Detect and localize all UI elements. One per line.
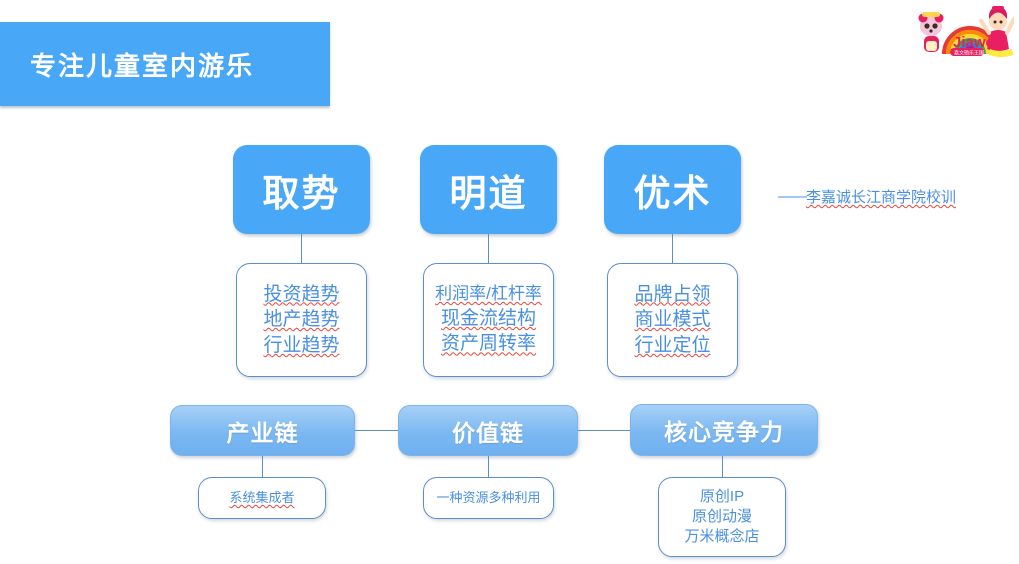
detail-box-youshu[interactable]: 品牌占领 商业模式 行业定位: [607, 263, 738, 377]
connector-chanyelian-detail: [262, 456, 263, 481]
node-qushi-label: 取势: [262, 172, 341, 214]
detail-line: 地产趋势: [263, 309, 340, 331]
detail-line: 利润率/杠杆率: [435, 283, 542, 303]
node-chanyelian-label: 产业链: [226, 419, 299, 446]
connector-hexin-detail: [722, 456, 723, 481]
detail-line: 系统集成者: [229, 490, 295, 506]
detail-line: 一种资源多种利用: [436, 490, 541, 506]
panda-character: [918, 12, 944, 52]
jiawen-logo: Jiawen 嘉文勘乐王国: [912, 4, 1016, 58]
node-hexinjingzhengli[interactable]: 核心竞争力: [630, 404, 818, 456]
girl-character: [979, 6, 1016, 57]
detail-box-chanyelian[interactable]: 系统集成者: [198, 477, 326, 519]
citation: —— 李嘉诚长江商学院校训: [778, 186, 956, 207]
detail-box-hexinjingzhengli[interactable]: 原创IP 原创动漫 万米概念店: [658, 477, 786, 557]
detail-line: 万米概念店: [684, 528, 760, 546]
node-youshu[interactable]: 优术: [604, 145, 741, 234]
detail-box-mingdao[interactable]: 利润率/杠杆率 现金流结构 资产周转率: [423, 263, 554, 377]
node-chanyelian[interactable]: 产业链: [170, 405, 355, 456]
connector-chanye-jiazhi: [355, 430, 398, 431]
node-mingdao-label: 明道: [449, 172, 528, 214]
detail-line: 资产周转率: [440, 333, 536, 355]
node-jiazhilian-label: 价值链: [452, 419, 524, 446]
citation-dash: ——: [778, 188, 807, 205]
detail-line: 商业模式: [634, 309, 711, 331]
detail-box-qushi[interactable]: 投资趋势 地产趋势 行业趋势: [236, 263, 367, 377]
detail-line: 现金流结构: [440, 307, 536, 329]
connector-youshu: [672, 234, 673, 263]
detail-line: 原创IP: [699, 487, 745, 505]
detail-line: 行业定位: [634, 334, 711, 356]
node-jiazhilian[interactable]: 价值链: [398, 405, 578, 456]
logo-subtitle: 嘉文勘乐王国: [954, 50, 984, 57]
connector-mingdao: [488, 234, 489, 263]
citation-text: 李嘉诚长江商学院校训: [806, 189, 957, 206]
node-hexinjingzhengli-label: 核心竞争力: [664, 419, 784, 445]
detail-box-jiazhilian[interactable]: 一种资源多种利用: [423, 477, 554, 519]
slide-title-banner: 专注儿童室内游乐: [0, 22, 330, 106]
detail-line: 品牌占领: [634, 283, 711, 305]
logo-wordmark: Jiawen: [953, 34, 1003, 51]
node-youshu-label: 优术: [633, 172, 712, 214]
node-mingdao[interactable]: 明道: [420, 145, 557, 234]
node-qushi[interactable]: 取势: [233, 145, 370, 234]
connector-jiazhi-hexin: [578, 430, 630, 431]
connector-jiazhilian-detail: [488, 456, 489, 481]
detail-line: 行业趋势: [263, 334, 340, 356]
detail-line: 投资趋势: [263, 283, 340, 305]
detail-line: 原创动漫: [691, 507, 752, 525]
connector-qushi: [301, 234, 302, 263]
page-title: 专注儿童室内游乐: [30, 50, 255, 81]
